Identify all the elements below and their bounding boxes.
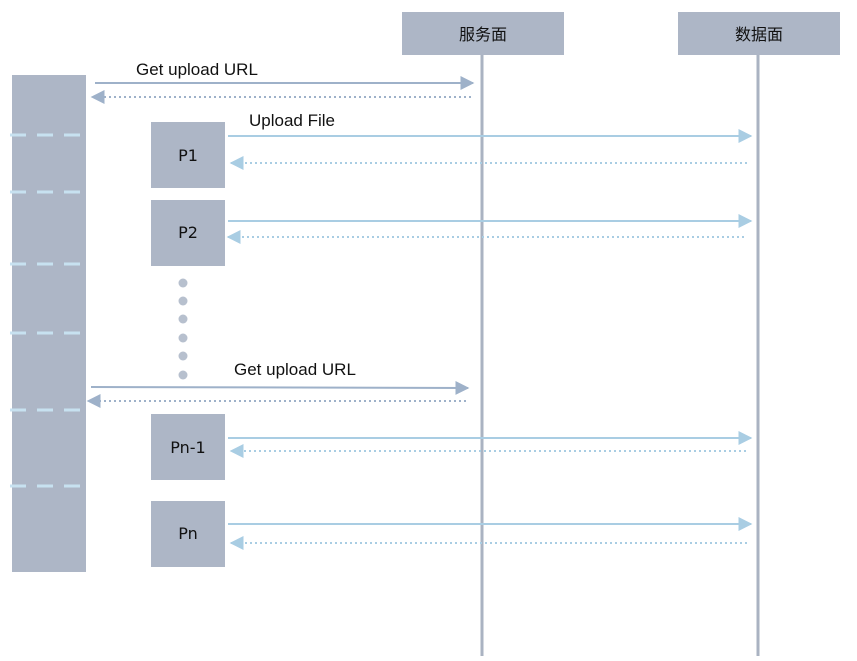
get-upload-url-label-2: Get upload URL: [234, 360, 356, 379]
client-activation-bar: [12, 75, 86, 572]
service-plane-header: 服务面: [402, 12, 564, 55]
service-plane-label: 服务面: [459, 25, 507, 44]
part-label-p1: P1: [178, 146, 198, 165]
part-label-p2: P2: [178, 223, 198, 242]
part-label-pn: Pn: [178, 524, 198, 543]
ellipsis-dot: [178, 370, 188, 380]
part-box-pn: Pn: [151, 501, 225, 567]
part-box-pn-minus-1: Pn-1: [151, 414, 225, 480]
part-box-p2: P2: [151, 200, 225, 266]
ellipsis-dot: [178, 351, 188, 361]
ellipsis-dot: [178, 278, 188, 288]
part-box-p1: P1: [151, 122, 225, 188]
ellipsis-dot: [178, 296, 188, 306]
ellipsis-dot: [178, 314, 188, 324]
data-plane-label: 数据面: [735, 25, 783, 44]
upload-file-label: Upload File: [249, 111, 335, 130]
get-upload-url-request-2: [90, 380, 470, 395]
part-label-pn-minus-1: Pn-1: [170, 438, 205, 457]
ellipsis-dot: [178, 333, 188, 343]
data-plane-header: 数据面: [678, 12, 840, 55]
get-upload-url-label-1: Get upload URL: [136, 60, 258, 79]
client-dividers: [10, 133, 82, 488]
ellipsis-dots: [178, 278, 188, 380]
